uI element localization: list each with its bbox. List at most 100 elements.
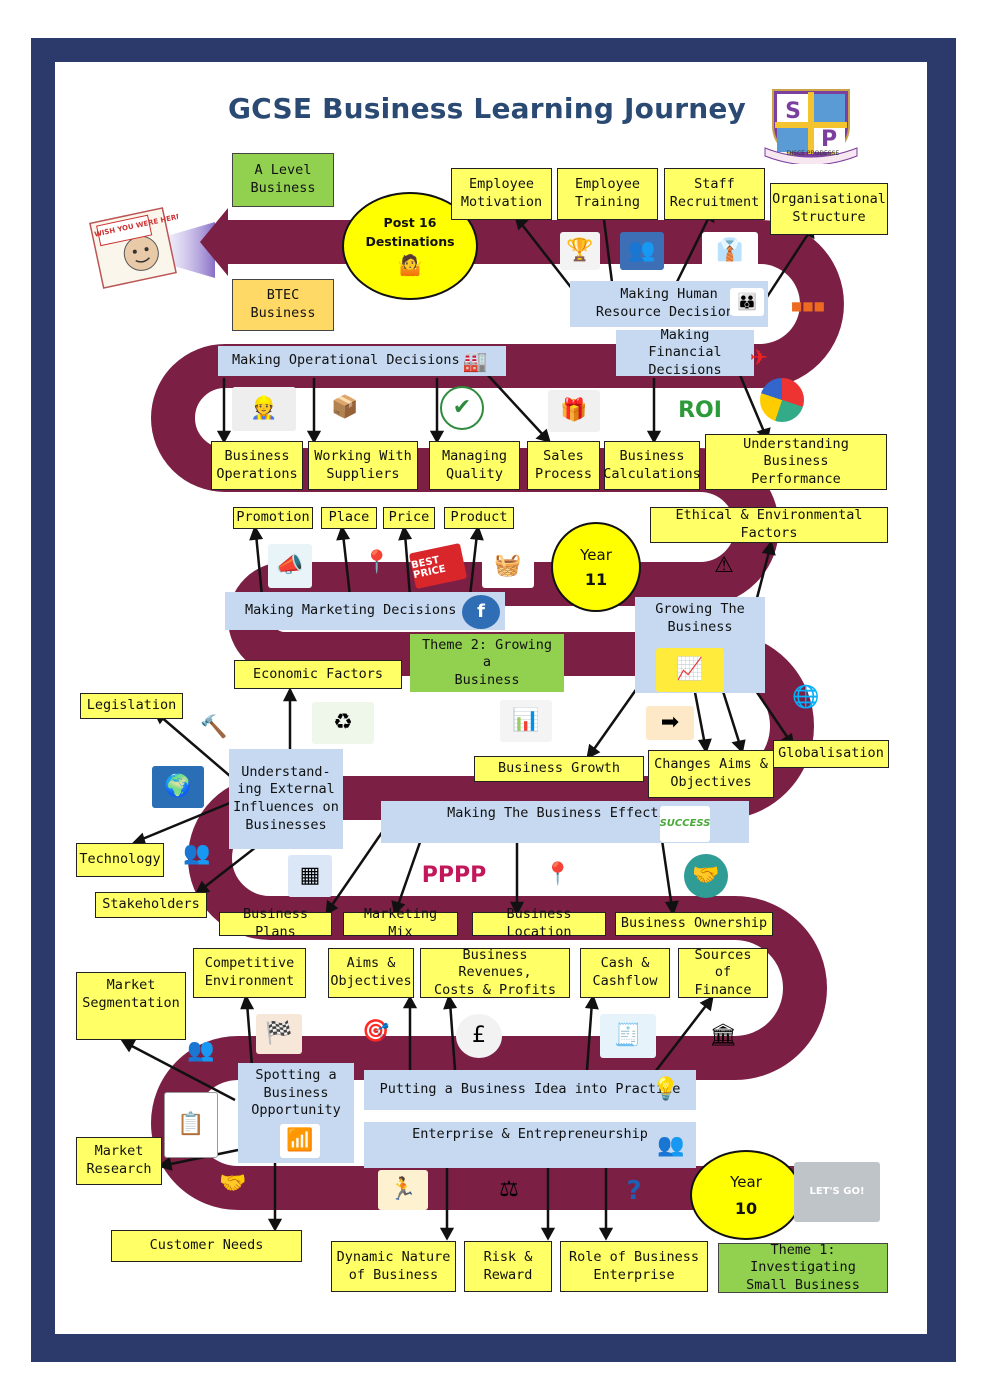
stakeholder-circle-icon: 👥 [183,841,211,866]
topic-business-location: Business Location [472,906,606,940]
product-basket-icon: 🧺 [482,544,534,588]
topic-globalisation: Globalisation [773,740,889,768]
year10-line1: Year [730,1172,762,1191]
race-track-icon: 🏁 [256,1014,302,1054]
social-media-icon: f [462,595,500,629]
logo-motto: DISCE PRODESSE [786,150,840,157]
road-arrow-head [200,208,228,276]
year10-line2: 10 [734,1198,758,1218]
year11-line1: Year [580,545,612,564]
delivery-box-icon: 📦 [331,395,359,420]
topic-economic-factors: Economic Factors [234,660,402,689]
topic-dynamic-nature: Dynamic Nature of Business [331,1241,456,1292]
factory-icon: 🏭 [462,349,488,373]
scales-icon: ⚖ [499,1177,519,1202]
topic-business-growth: Business Growth [474,756,644,782]
btec-business-box: BTEC Business [232,279,334,331]
topic-employee-training: Employee Training [557,168,658,220]
topic-business-calculations: Business Calculations [603,441,701,490]
bank-icon: 🏛 [709,1023,737,1048]
spreadsheet-icon: ▦ [288,855,332,897]
gift-box-icon: 🎁 [548,390,600,432]
topic-aims-objectives: Aims & Objectives [328,948,414,998]
post16-line1: Post 16 [383,215,437,230]
cash-register-icon: 🧾 [600,1014,656,1058]
topic-promotion: Promotion [233,507,313,529]
growth-chart-icon: 📈 [656,648,724,692]
topic-stakeholders: Stakeholders [95,892,207,918]
growth-bars-icon: 📶 [280,1124,320,1158]
pound-cycle-icon: £ [456,1014,502,1058]
topic-price: Price [383,507,435,529]
people-circle-icon: 👥 [187,1038,215,1063]
year11-line2: 11 [584,569,608,589]
topic-employee-motivation: Employee Motivation [451,168,552,220]
topic-ethical-environmental: Ethical & Environmental Factors [650,507,888,543]
lightbulb-icon: 💡 [652,1077,680,1102]
topic-marketing-mix: Marketing Mix [343,906,458,940]
topic-market-research: Market Research [76,1137,162,1185]
question-mark-icon: ? [626,1176,642,1206]
theme1-box: Theme 1: Investigating Small Business [718,1242,888,1293]
technology-globe-icon: 🌍 [152,766,204,808]
topic-product: Product [444,507,514,529]
recycling-cycle-icon: ♻ [312,702,374,744]
location-pin-icon: 📍 [544,862,572,887]
page-title: GCSE Business Learning Journey [228,92,746,125]
target-icon: 🎯 [362,1019,390,1044]
roi-icon: ROI [668,390,732,432]
lets-go-keyboard-icon: LET'S GO! [794,1162,880,1222]
topic-organisational-structure: Organisational Structure [770,183,888,235]
section-financial: Making Financial Decisions [616,327,754,378]
rising-bars-icon: 📊 [500,700,552,742]
map-pin-icon: 📍 [363,550,391,575]
school-logo: S P [764,89,858,164]
team-silhouette-icon: 👥 [657,1133,685,1158]
org-chart-icon: ■■■ [790,299,825,313]
logo-letter-s: S [785,99,801,124]
topic-place: Place [321,507,377,529]
topic-sources-of-finance: Sources of Finance [678,947,768,998]
globe-network-icon: 🌐 [792,685,820,710]
topic-market-segmentation: Market Segmentation [76,972,186,1040]
a-level-business-box: A Level Business [232,153,334,207]
topic-sales-process: Sales Process [527,441,600,490]
section-enterprise: Enterprise & Entrepreneurship [364,1122,696,1168]
pppp-icon: PPPP [421,863,487,888]
staff-people-icon: 👔 [702,232,758,270]
topic-managing-quality: Managing Quality [429,441,520,490]
topic-business-plans: Business Plans [219,906,332,940]
warning-factory-icon: ⚠ [714,553,734,578]
section-marketing: Making Marketing Decisions [225,592,505,630]
team-people-icon: 👪 [730,288,764,316]
topic-working-with-suppliers: Working With Suppliers [308,441,418,490]
plane-icon: ✈ [749,346,769,371]
post16-line2: Destinations [365,234,455,249]
postcard-image: WISH YOU WERE HERE [89,207,178,289]
topic-changes-aims-objectives: Changes Aims & Objectives [648,750,774,798]
team-pulling-icon: 🏃 [378,1170,428,1210]
pie-chart-icon [760,378,804,422]
topic-risk-reward: Risk & Reward [464,1241,552,1292]
topic-role-business-enterprise: Role of Business Enterprise [560,1241,708,1292]
topic-revenues-costs-profits: Business Revenues, Costs & Profits [420,947,570,998]
topic-business-operations: Business Operations [211,441,303,490]
topic-technology: Technology [76,843,164,877]
success-icon: SUCCESS [660,806,710,842]
promotion-megaphone-icon: 📣 [268,544,312,588]
confused-person-icon: 🤷 [397,253,423,277]
gavel-icon: 🔨 [200,715,228,740]
topic-business-ownership: Business Ownership [615,912,773,936]
trophy-icon: 🏆 [560,232,600,270]
topic-cash-cashflow: Cash & Cashflow [580,948,670,998]
checklist-clipboard-icon: 📋 [164,1092,218,1158]
quality-badge-icon: ✔ [440,386,484,430]
workers-icon: 👷 [232,387,296,431]
topic-legislation: Legislation [80,693,183,719]
handshake-icon: 🤝 [684,854,728,898]
year10-circle: Year 10 [690,1150,802,1240]
topic-staff-recruitment: Staff Recruitment [664,168,765,220]
logo-letter-p: P [821,127,837,152]
helping-hand-icon: 🤝 [219,1171,247,1196]
training-presentation-icon: 👥 [620,232,664,270]
